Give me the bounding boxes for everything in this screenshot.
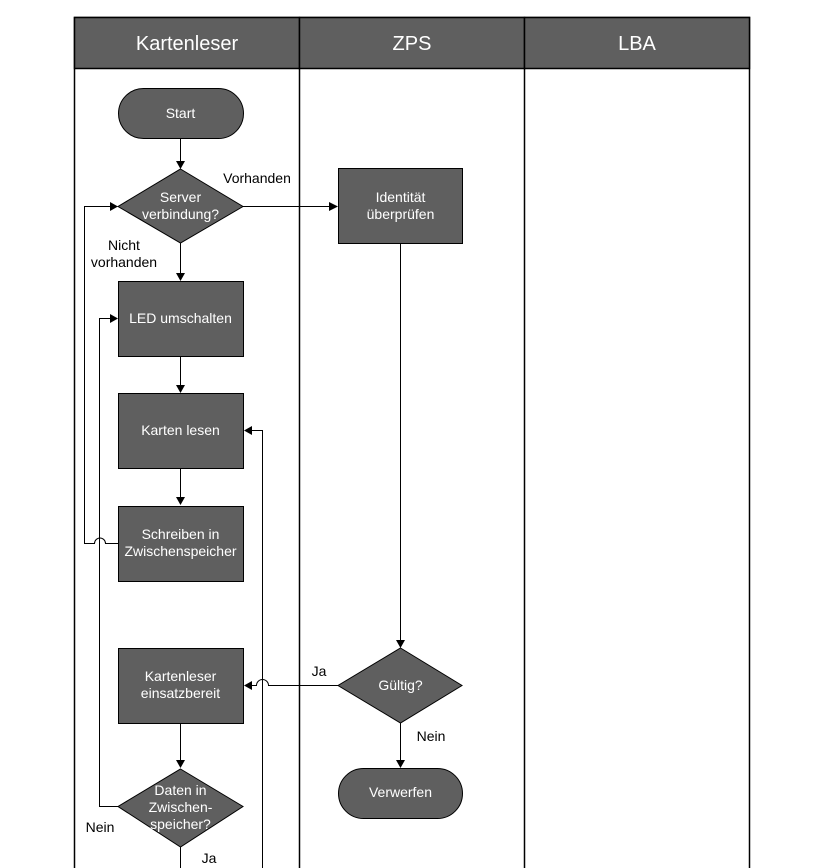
arrowhead <box>176 273 185 281</box>
discard-terminal <box>338 768 463 819</box>
read-cards-label: Karten lesen <box>141 422 220 438</box>
arrowhead <box>176 497 185 505</box>
ready-label: einsatzbereit <box>141 685 220 701</box>
arrowhead <box>176 385 185 393</box>
server-check-label: verbindung? <box>142 206 219 222</box>
led-label: LED umschalten <box>129 310 232 326</box>
arrowhead <box>110 314 118 323</box>
led-process <box>118 281 244 357</box>
edge-data-led-loop <box>99 318 118 807</box>
write-buffer-label: Schreiben in <box>142 526 220 542</box>
arrowhead <box>396 760 405 768</box>
edge-label-valid-no: Nein <box>417 728 446 744</box>
arrowhead <box>176 161 185 169</box>
read-cards-process <box>118 393 244 469</box>
edges <box>84 138 405 868</box>
edge-label-available: Vorhanden <box>223 170 291 186</box>
identity-process <box>338 168 463 244</box>
ready-label: Kartenleser <box>145 668 217 684</box>
valid-label: Gültig? <box>378 677 423 693</box>
lane-header-zps <box>298 16 526 70</box>
identity-label: überprüfen <box>367 206 435 222</box>
arrowhead <box>244 681 252 690</box>
edge-label-valid-yes: Ja <box>312 663 327 679</box>
server-check-label: Server <box>160 189 202 205</box>
edge-label-data-yes: Ja <box>202 850 217 866</box>
start-terminal <box>118 88 244 139</box>
start-label: Start <box>166 105 196 121</box>
arrowhead <box>396 640 405 648</box>
discard-label: Verwerfen <box>369 784 432 800</box>
edge-label-not-available: vorhanden <box>91 254 157 270</box>
valid-decision <box>337 647 463 724</box>
write-buffer-process <box>118 506 244 582</box>
lane-title-zps: ZPS <box>393 33 432 55</box>
edge-labels: Vorhanden Nicht vorhanden Ja Nein Nein J… <box>86 170 446 866</box>
edge-write-server-loop <box>84 206 118 544</box>
arrowhead <box>176 760 185 768</box>
lane-title-kartenleser: Kartenleser <box>136 33 239 55</box>
swimlane-frame: Kartenleser ZPS LBA <box>73 16 751 868</box>
data-check-label: speicher? <box>150 816 211 832</box>
write-buffer-label: Zwischenspeicher <box>124 543 236 559</box>
edge-label-data-no: Nein <box>86 819 115 835</box>
arrowhead <box>329 202 338 211</box>
arrowhead <box>244 426 252 435</box>
edge-label-not-available: Nicht <box>108 237 140 253</box>
identity-label: Identität <box>376 189 426 205</box>
lane-title-lba: LBA <box>618 33 656 55</box>
server-check-decision <box>117 168 244 244</box>
data-check-label: Zwischen- <box>149 799 213 815</box>
data-check-label: Daten in <box>154 782 206 798</box>
edge-data-read-loop <box>251 430 263 868</box>
nodes: Start Server verbindung? LED umschalten … <box>117 88 463 848</box>
arrowhead <box>110 202 118 211</box>
lane-header-lba <box>523 16 751 70</box>
ready-process <box>118 648 244 724</box>
data-check-decision <box>117 768 244 848</box>
edge-valid-ready <box>251 679 338 686</box>
